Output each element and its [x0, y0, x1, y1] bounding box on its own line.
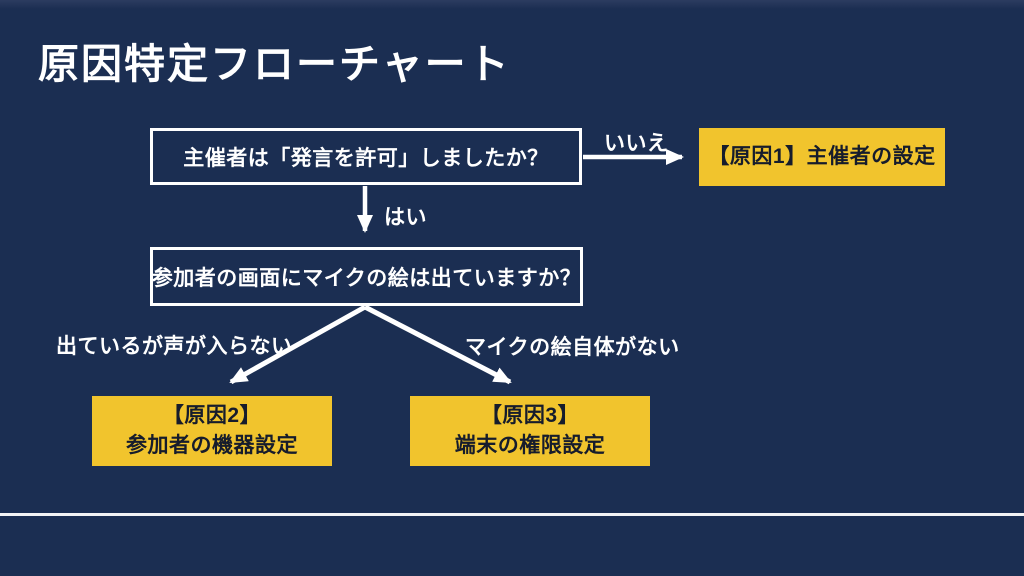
edge-label-left-branch: 出ているが声が入らない — [56, 335, 293, 358]
page-title: 原因特定フローチャート — [38, 41, 511, 87]
edge-label-yes: はい — [384, 206, 427, 229]
edge-label-right-branch: マイクの絵自体がない — [465, 336, 680, 359]
cause-3-line1: 【原因3】 — [480, 403, 580, 427]
cause-box-1-host-settings: 【原因1】主催者の設定 — [699, 128, 945, 186]
cause-2-line2: 参加者の機器設定 — [126, 434, 298, 457]
cause-3-line2: 端末の権限設定 — [454, 434, 606, 457]
cause-1-text: 【原因1】主催者の設定 — [708, 144, 936, 168]
question-1-text: 主催者は「発言を許可」しましたか？ — [183, 146, 549, 170]
cause-box-2-participant-device: 【原因2】 参加者の機器設定 — [92, 396, 332, 466]
question-box-mic-icon-visible: 参加者の画面にマイクの絵は出ていますか？ — [150, 247, 583, 306]
cause-box-3-device-permission: 【原因3】 端末の権限設定 — [410, 396, 650, 466]
edge-label-no: いいえ — [604, 132, 669, 155]
question-2-text: 参加者の画面にマイクの絵は出ていますか？ — [151, 266, 582, 290]
question-box-host-permission: 主催者は「発言を許可」しましたか？ — [150, 128, 582, 185]
cause-2-line1: 【原因2】 — [162, 403, 262, 427]
divider-line — [0, 513, 1024, 516]
